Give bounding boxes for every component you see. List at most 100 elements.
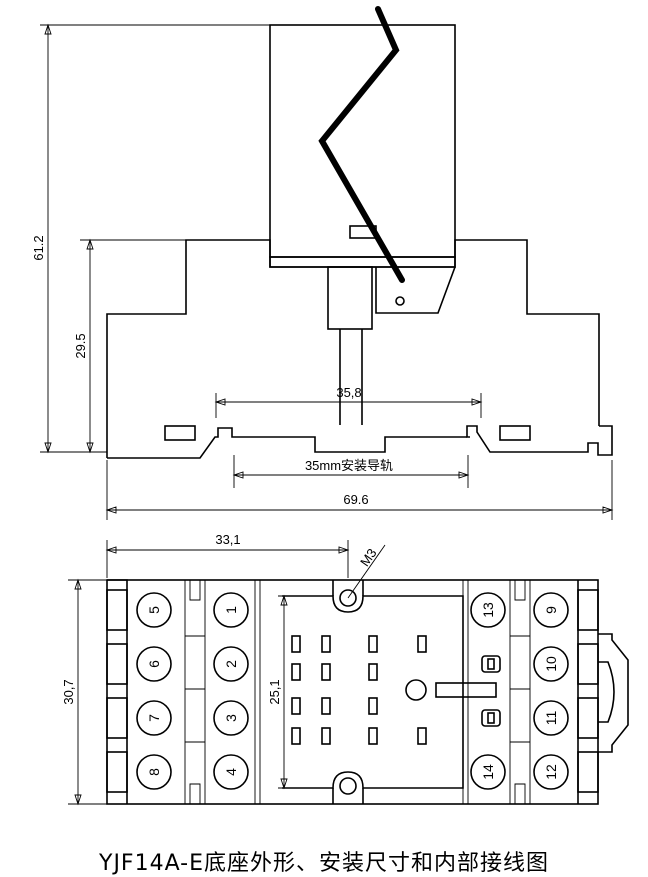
dim-width-arrows xyxy=(105,506,614,514)
base-bottom-left xyxy=(107,427,467,459)
left-screw-slot xyxy=(106,697,128,739)
right-screw-slot xyxy=(577,589,599,631)
pin-label: 12 xyxy=(543,764,559,780)
pin-circle xyxy=(213,700,249,736)
central-socket: 25,1 xyxy=(267,580,497,804)
pin-slot xyxy=(291,635,301,653)
coil-marker xyxy=(481,709,501,727)
socket-post xyxy=(339,329,363,425)
side-slot-left xyxy=(164,425,196,441)
pin-circle xyxy=(213,754,249,790)
center-boss xyxy=(405,679,427,701)
pin-slot xyxy=(368,697,378,715)
dim-total-width: 69.6 xyxy=(343,492,368,507)
left-terminal-block xyxy=(106,579,261,804)
left-divider-ticks xyxy=(185,635,205,743)
pin-column-left-inner: 1 2 3 4 xyxy=(213,592,249,790)
dim-depth: 30,7 xyxy=(61,679,76,704)
pin-slot xyxy=(417,727,427,745)
dim-screw-offset: 33,1 xyxy=(215,532,240,547)
top-view: 33,1 M3 30,7 5 6 7 xyxy=(61,532,629,806)
right-divider xyxy=(509,580,531,804)
key-slot xyxy=(435,682,497,698)
pin-circle xyxy=(136,700,172,736)
pin-slot xyxy=(321,697,331,715)
pin-slot xyxy=(368,663,378,681)
pin-circle xyxy=(136,754,172,790)
pin-label: 4 xyxy=(223,768,239,776)
right-inner-wall xyxy=(462,580,469,804)
pin-column-right-inner: 13 14 xyxy=(470,592,506,790)
dim-61-lines xyxy=(40,24,270,453)
right-terminal-block xyxy=(462,580,599,804)
left-screw-slot xyxy=(106,643,128,685)
coil-marker xyxy=(481,655,501,673)
pin-circle xyxy=(533,700,569,736)
pin-label: 2 xyxy=(223,660,239,668)
pin-circle xyxy=(470,754,506,790)
socket-stem xyxy=(327,266,373,330)
coil-marker-inner xyxy=(487,712,495,724)
dim-29-arrows xyxy=(86,238,94,454)
dim-rail-pitch: 35,8 xyxy=(336,385,361,400)
pin-circle xyxy=(470,592,506,628)
figure-caption: YJF14A-E底座外形、安装尺寸和内部接线图 xyxy=(99,851,549,876)
dim-61-arrows xyxy=(44,23,52,454)
pin-label: 10 xyxy=(543,656,559,672)
relay-body xyxy=(269,24,456,258)
pin-slot xyxy=(368,635,378,653)
pin-slot xyxy=(291,727,301,745)
relay-rim xyxy=(269,256,456,268)
latch-clip xyxy=(375,266,456,314)
pin-label: 5 xyxy=(146,606,162,614)
right-screw-slot xyxy=(577,643,599,685)
mount-hole-bottom xyxy=(339,777,357,795)
pin-slot xyxy=(291,663,301,681)
pin-column-left-outer: 5 6 7 8 xyxy=(136,592,172,790)
screw-channel xyxy=(332,580,364,804)
right-screw-slot xyxy=(577,751,599,793)
pin-circle xyxy=(213,646,249,682)
pin-label: 13 xyxy=(480,602,496,618)
pin-slot xyxy=(368,727,378,745)
dim-rail-lines xyxy=(233,455,469,488)
pin-label: 8 xyxy=(146,768,162,776)
pin-circle xyxy=(136,646,172,682)
dim-screw-lines xyxy=(106,540,349,578)
pin-label: 7 xyxy=(146,714,162,722)
pin-circle xyxy=(533,754,569,790)
side-view: 61.2 29.5 35,8 35mm安装导轨 69.6 xyxy=(31,6,614,520)
dim-29-lines xyxy=(80,239,186,453)
right-divider-ticks xyxy=(510,635,530,743)
dim-total-height: 61.2 xyxy=(31,235,46,260)
pin-circle xyxy=(533,592,569,628)
left-inner-wall xyxy=(254,580,261,804)
pin-slot xyxy=(321,663,331,681)
pin-label: 11 xyxy=(543,711,559,726)
right-screw-slot xyxy=(577,697,599,739)
right-tab-curve xyxy=(598,661,615,723)
pin-slot xyxy=(417,635,427,653)
dim-pin-span-arrows xyxy=(280,594,288,790)
dim-depth-arrows xyxy=(74,578,82,806)
dim-base-height: 29.5 xyxy=(73,333,88,358)
pin-label: 6 xyxy=(146,660,162,668)
rail-label: 35mm安装导轨 xyxy=(305,458,393,473)
left-screw-slot xyxy=(106,751,128,793)
right-tab xyxy=(598,633,629,753)
mount-hole-top xyxy=(339,589,357,607)
top-frame xyxy=(106,579,599,805)
pin-label: 9 xyxy=(543,606,559,614)
pin-label: 14 xyxy=(480,764,496,780)
retaining-spring xyxy=(318,6,405,283)
pin-label: 1 xyxy=(223,606,239,614)
coil-marker-inner xyxy=(487,658,495,670)
dim-rail-pitch-arrows xyxy=(214,398,483,406)
dim-screw-arrows xyxy=(105,546,350,554)
side-slot-right xyxy=(499,425,531,441)
dim-rail-arrows xyxy=(232,471,470,479)
m3-leader xyxy=(347,544,386,599)
pin-slot xyxy=(291,697,301,715)
dim-rail-pitch-lines xyxy=(215,393,482,418)
